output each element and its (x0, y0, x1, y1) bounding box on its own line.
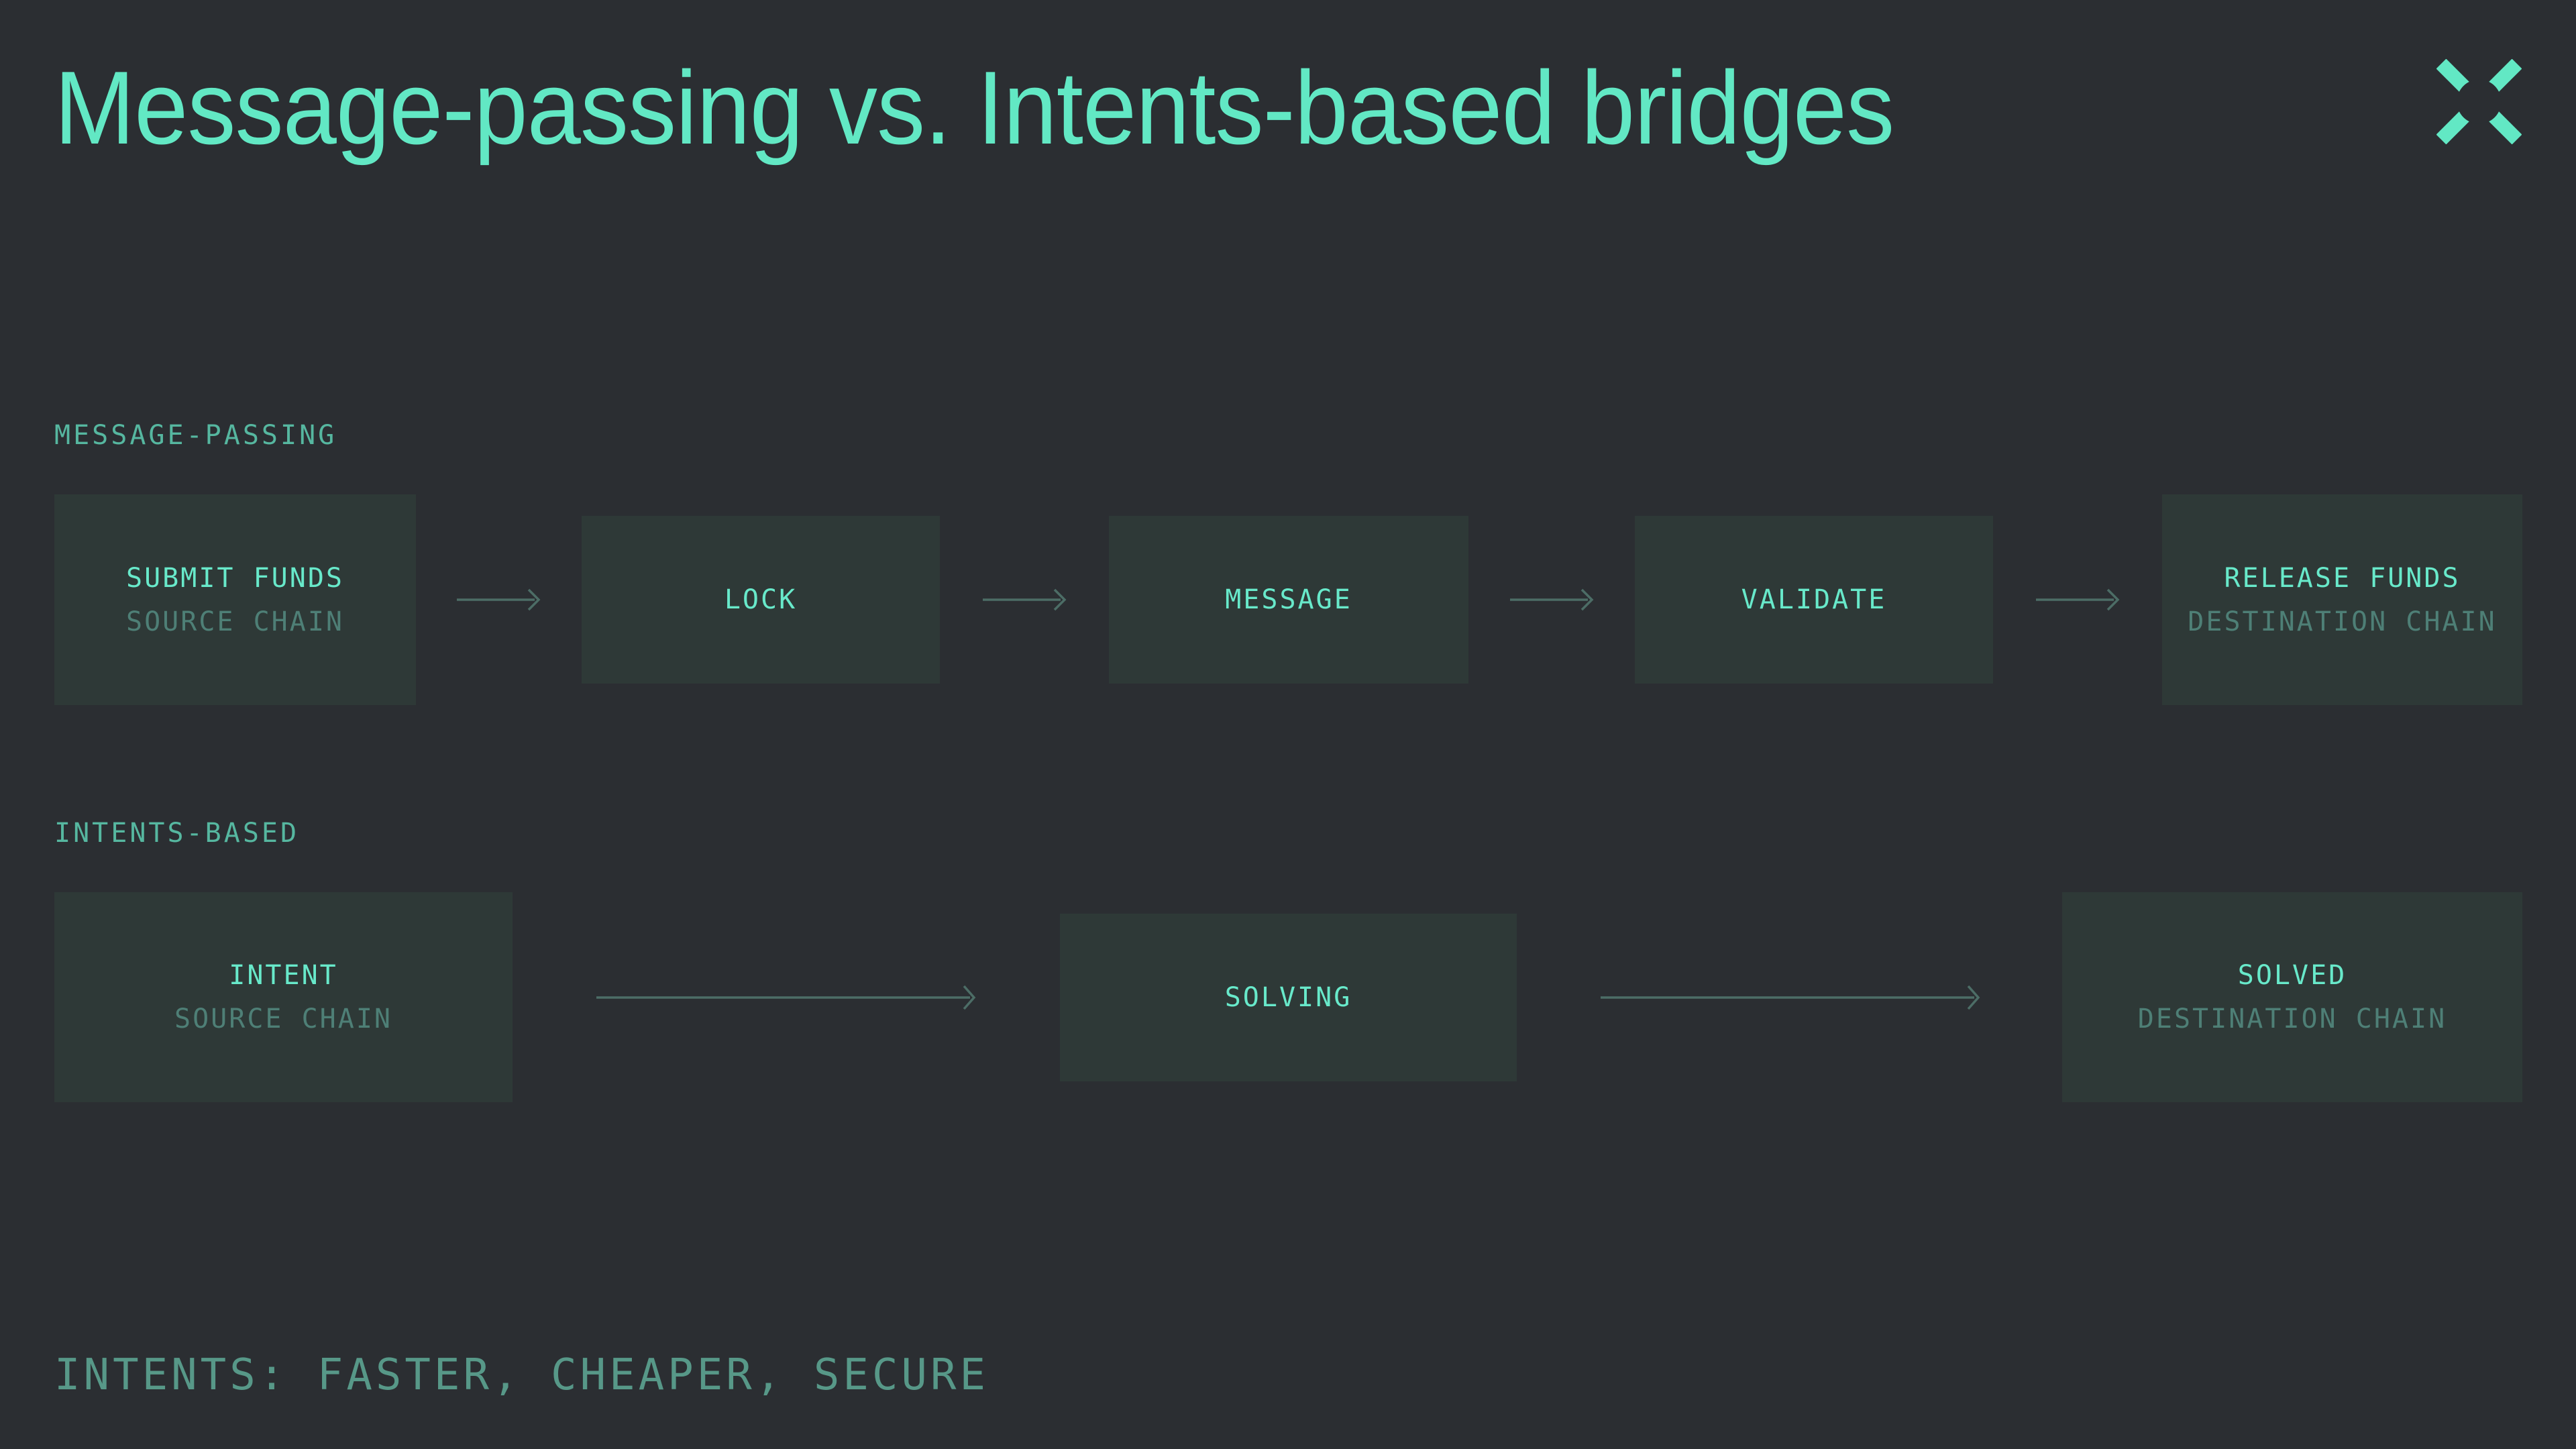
flow-box-message: MESSAGE (1109, 516, 1468, 684)
box-title: SUBMIT FUNDS (126, 562, 344, 594)
box-subtitle: DESTINATION CHAIN (2137, 1004, 2447, 1034)
flow-box-lock: LOCK (582, 516, 940, 684)
box-title: SOLVING (1224, 982, 1352, 1013)
flow-arrow-icon (1510, 588, 1594, 611)
section-label-message-passing: MESSAGE-PASSING (54, 420, 337, 451)
footer-caption: INTENTS: FASTER, CHEAPER, SECURE (54, 1350, 989, 1400)
box-title: MESSAGE (1225, 584, 1352, 615)
flow-box-solved: SOLVED DESTINATION CHAIN (2062, 892, 2522, 1102)
flow-arrow-icon (2036, 588, 2120, 611)
flow-box-release-funds: RELEASE FUNDS DESTINATION CHAIN (2162, 494, 2522, 705)
flow-box-validate: VALIDATE (1635, 516, 1993, 684)
page-title: Message-passing vs. Intents-based bridge… (54, 50, 1894, 166)
flow-arrow-icon (983, 588, 1067, 611)
box-subtitle: DESTINATION CHAIN (2188, 606, 2497, 637)
flow-box-intent: INTENT SOURCE CHAIN (54, 892, 513, 1102)
flow-arrow-icon (457, 588, 541, 611)
x-mark-logo-icon (2436, 59, 2522, 144)
box-title: VALIDATE (1741, 584, 1887, 615)
section-label-intents-based: INTENTS-BASED (54, 818, 300, 849)
box-subtitle: SOURCE CHAIN (126, 606, 344, 637)
flow-box-solving: SOLVING (1060, 914, 1517, 1081)
box-title: LOCK (724, 584, 798, 615)
box-title: SOLVED (2237, 960, 2347, 991)
box-subtitle: SOURCE CHAIN (174, 1004, 392, 1034)
box-title: INTENT (229, 960, 338, 991)
flow-arrow-icon (1601, 985, 1980, 1010)
box-title: RELEASE FUNDS (2224, 562, 2461, 594)
flow-box-submit-funds: SUBMIT FUNDS SOURCE CHAIN (54, 494, 416, 705)
flow-arrow-icon (596, 985, 976, 1010)
